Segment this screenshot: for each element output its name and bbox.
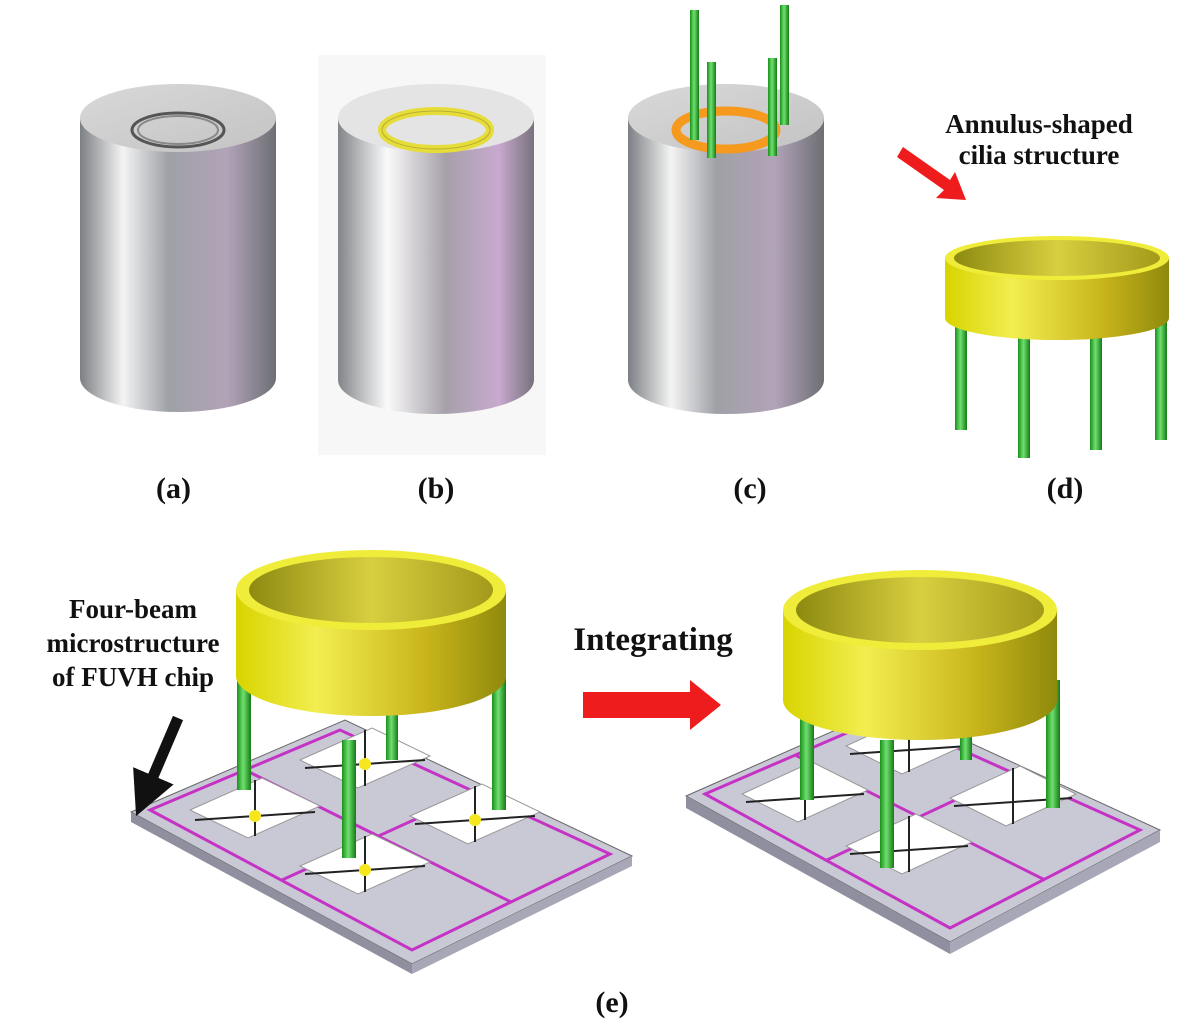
cilia-structure-e-right — [783, 570, 1060, 868]
chip-left — [129, 719, 634, 974]
annotation-chip-line1: Four-beam — [69, 594, 197, 624]
annotation-chip-line3: of FUVH chip — [52, 662, 214, 692]
arrow-black-chip — [133, 715, 184, 817]
cilia-rods-c — [690, 5, 789, 158]
panel-label-c: (c) — [733, 472, 766, 505]
annotation-integrating: Integrating — [573, 622, 733, 658]
cylinder-a — [80, 84, 276, 412]
panel-label-e: (e) — [595, 986, 628, 1019]
cilia-structure-e-left — [236, 550, 506, 858]
cilia-structure-d — [945, 236, 1169, 458]
panel-label-b: (b) — [418, 472, 455, 505]
panel-label-d: (d) — [1047, 472, 1084, 505]
annotation-chip-line2: microstructure — [47, 628, 220, 658]
arrow-red-integrating — [583, 680, 721, 730]
annotation-cilia-line2: cilia structure — [959, 140, 1120, 170]
cilia-rods-d — [955, 290, 1167, 458]
cylinder-b — [318, 55, 546, 455]
panel-label-a: (a) — [156, 472, 191, 505]
cylinder-c — [628, 5, 824, 414]
arrow-red-d — [897, 147, 966, 200]
chip-right — [684, 705, 1162, 954]
annotation-cilia-line1: Annulus-shaped — [945, 109, 1133, 139]
